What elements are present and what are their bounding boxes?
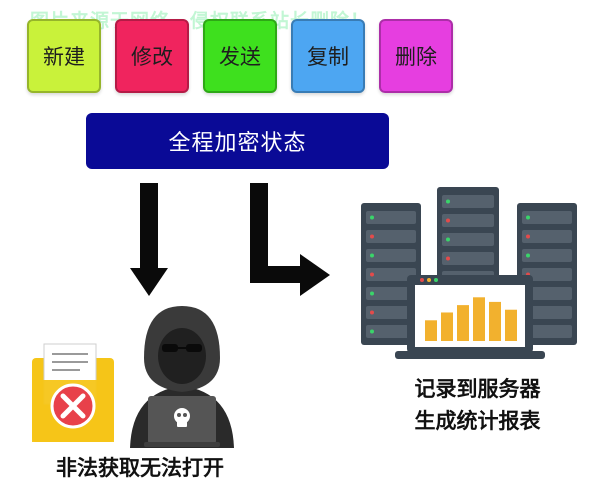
server-led [446,199,450,204]
server-slot [522,211,572,224]
error-x-icon [50,383,96,429]
laptop-bar [441,312,453,341]
server-led [370,272,374,277]
server-led [446,237,450,242]
skull-icon [174,408,190,427]
server-slot [366,325,416,338]
server-slot [522,230,572,243]
server-led [370,329,374,334]
server-caption-line2: 生成统计报表 [414,409,541,433]
server-slot [522,249,572,262]
server-slot [522,268,572,281]
server-led [526,234,530,239]
server-illustration [345,185,590,360]
server-slot [366,230,416,243]
server-slot [366,306,416,319]
server-led [370,253,374,258]
server-led [526,215,530,220]
edit-button[interactable]: 修改 [115,19,189,93]
server-slot [522,306,572,319]
laptop-bar [473,297,485,341]
server-led [446,256,450,261]
server-slot [366,249,416,262]
server-caption-line1: 记录到服务器 [414,377,541,401]
server-led [370,234,374,239]
server-led [370,215,374,220]
server-led [370,310,374,315]
hacker-caption: 非法获取无法打开 [56,456,224,480]
laptop-icon [395,275,545,359]
send-button[interactable]: 发送 [203,19,277,93]
arrow-elbow-icon [250,183,330,296]
locked-folder-illustration [28,340,118,445]
bar-chart-icon [425,297,517,341]
server-slot [442,214,494,227]
server-slot [442,195,494,208]
laptop-bar [457,305,469,341]
server-led [446,218,450,223]
watermark-text: 图片来源于网络，侵权联系站长删除！ [30,10,371,32]
encryption-banner: 全程加密状态 [86,113,389,169]
laptop-bar [489,301,501,341]
server-led [526,253,530,258]
server-slot [366,211,416,224]
arrow-down-icon [130,183,168,296]
server-slot [442,252,494,265]
server-slot [442,233,494,246]
server-caption: 记录到服务器 生成统计报表 [385,373,570,437]
server-slot [366,268,416,281]
laptop-bar [425,320,437,341]
new-button[interactable]: 新建 [27,19,101,93]
delete-button[interactable]: 删除 [379,19,453,93]
server-slot [522,287,572,300]
server-slot [522,325,572,338]
server-slot [366,287,416,300]
server-led [370,291,374,296]
hacker-illustration [122,300,242,448]
copy-button[interactable]: 复制 [291,19,365,93]
server-rack-icon [361,187,577,345]
action-button-row: 新建 修改 发送 复制 删除 [27,19,453,93]
laptop-bar [505,309,517,341]
